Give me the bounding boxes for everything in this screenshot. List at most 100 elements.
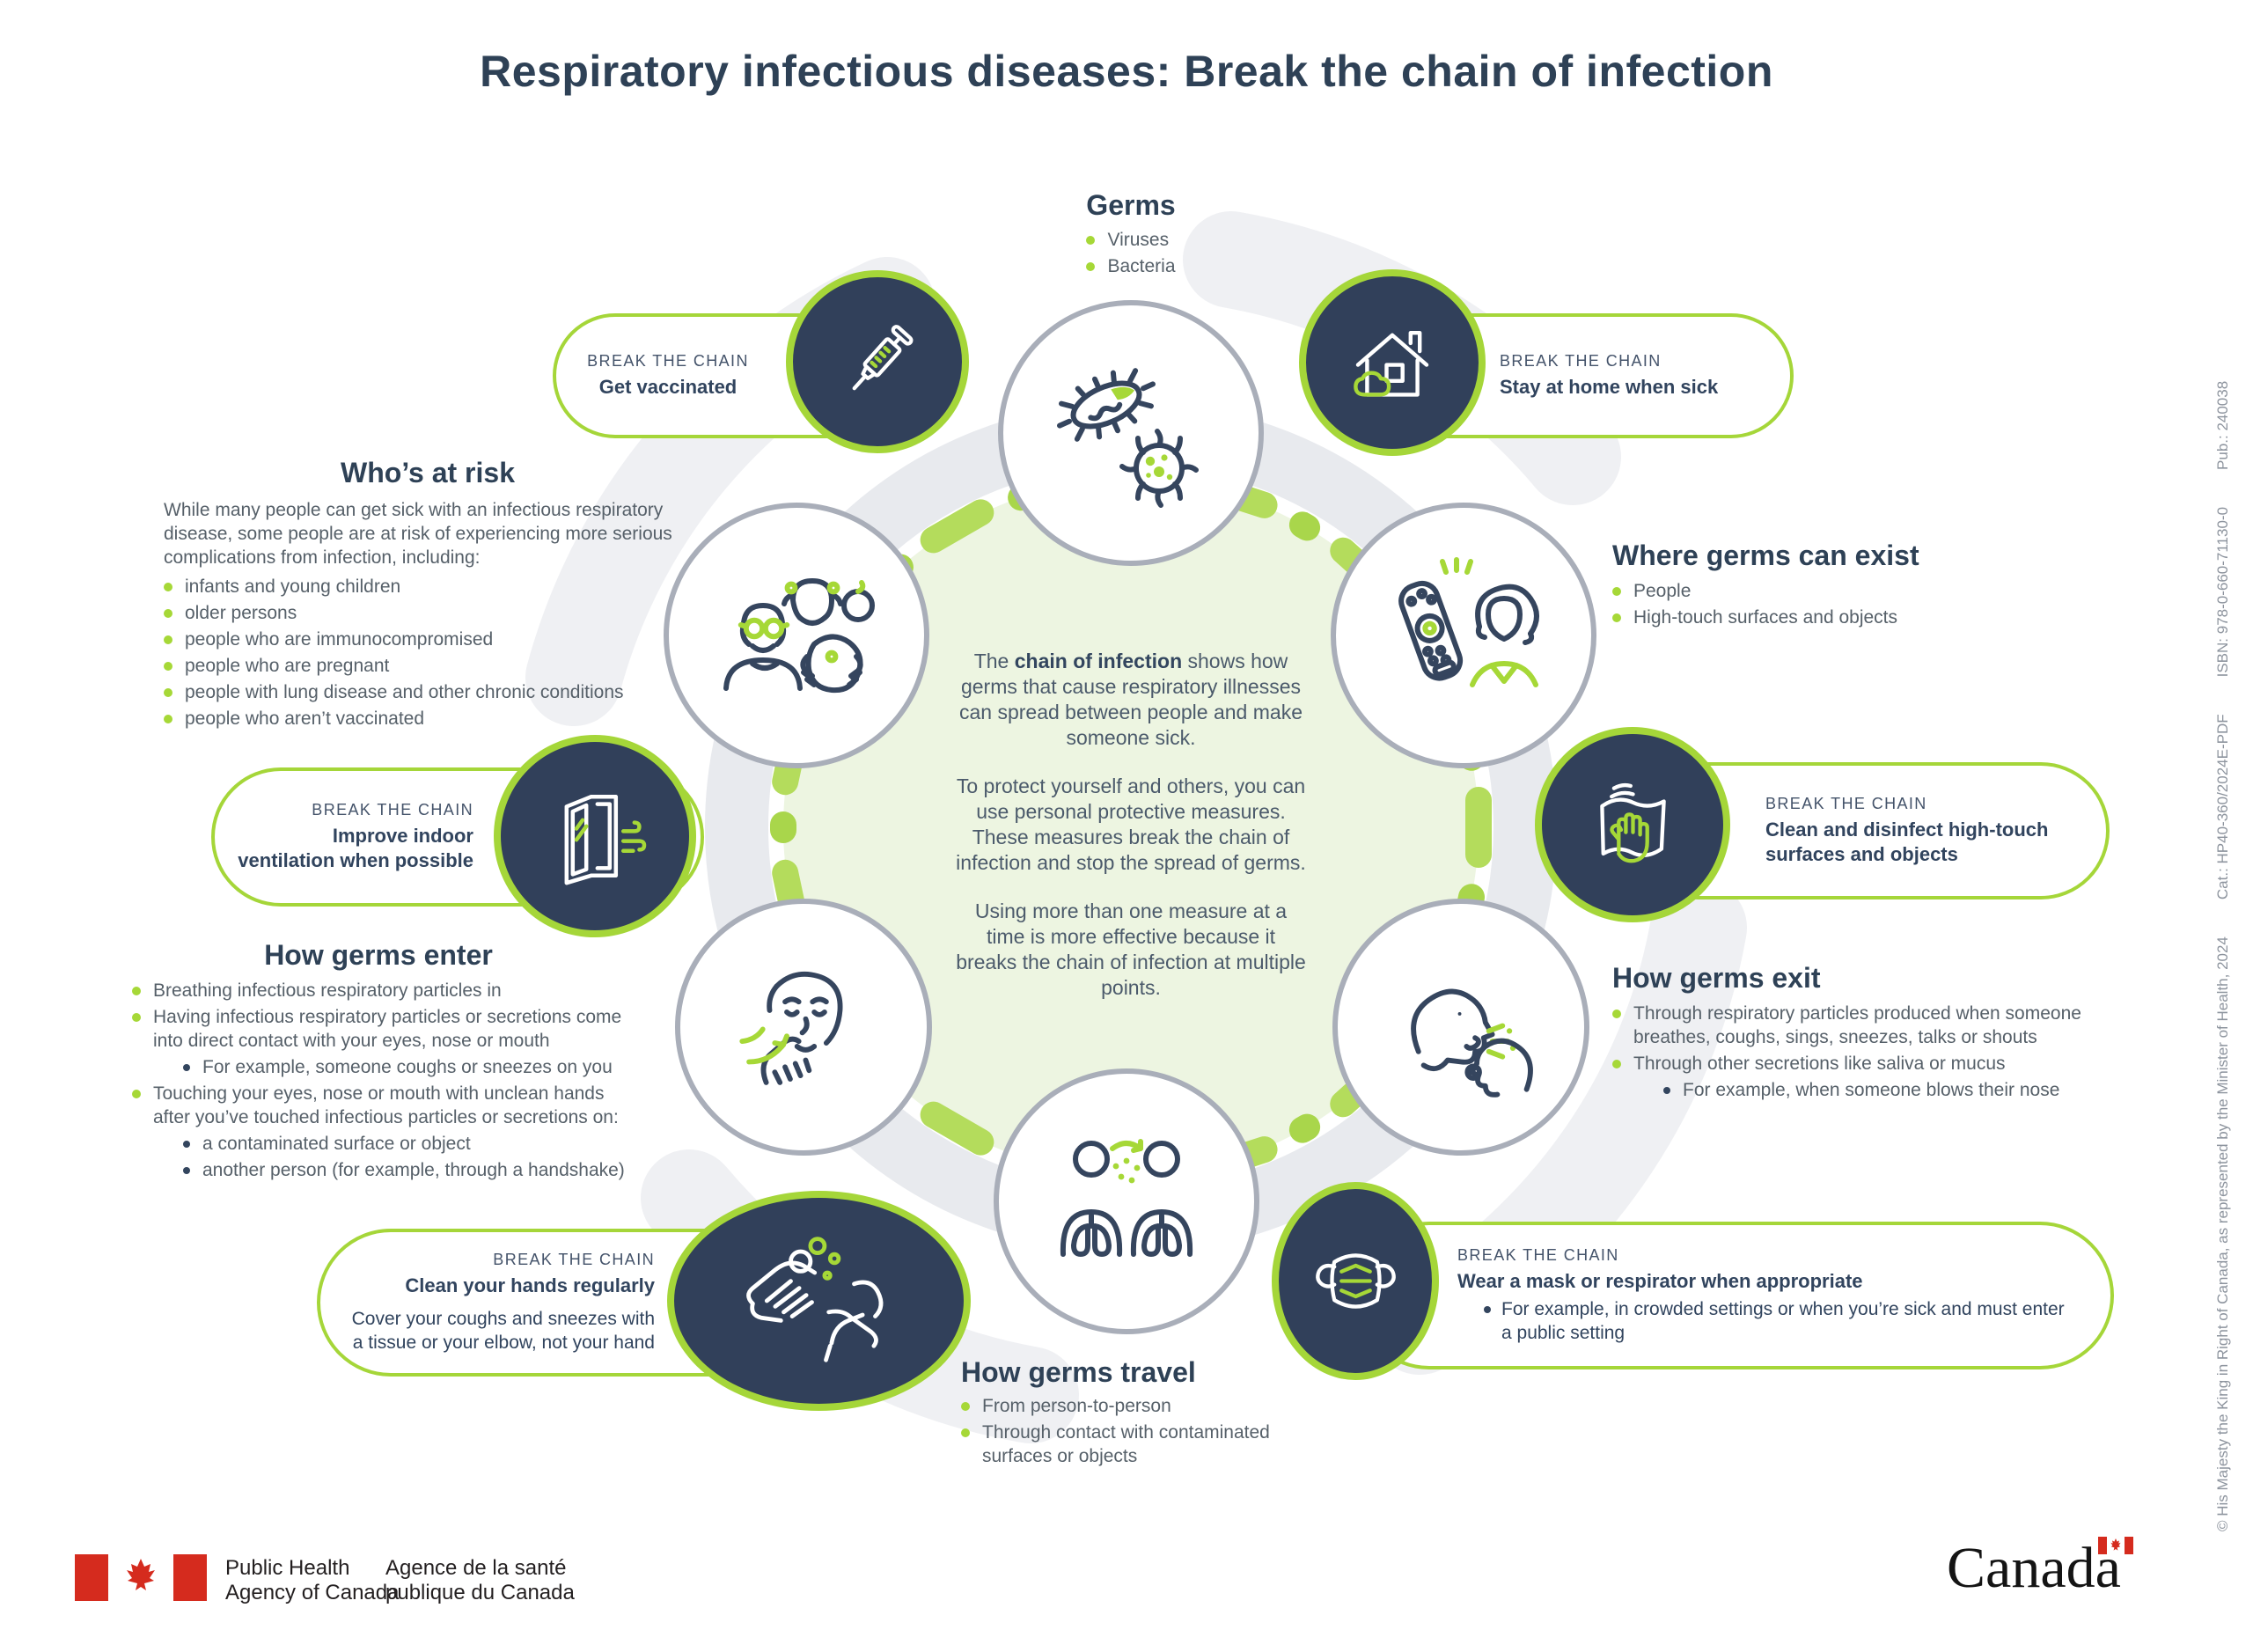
bullet-dot [1612, 1010, 1621, 1018]
how-enter-heading: How germs enter [264, 939, 493, 971]
bullet-dot [1612, 1060, 1621, 1068]
list-item: older persons [164, 601, 692, 625]
ventilation-circle [494, 735, 696, 937]
break-chain-label: BREAK THE CHAIN [1500, 352, 1662, 370]
bullet-dot [164, 583, 172, 591]
list-item: people with lung disease and other chron… [164, 680, 692, 704]
pill-mask: BREAK THE CHAIN Wear a mask or respirato… [1355, 1222, 2114, 1369]
list-item: people who are pregnant [164, 654, 692, 678]
vaccinated-circle [786, 270, 969, 453]
green-disc [783, 480, 1479, 1175]
who-at-risk-heading: Who’s at risk [341, 457, 515, 488]
bullet-dot [164, 715, 172, 723]
list-item: Breathing infectious respiratory particl… [132, 979, 625, 1002]
bacteria-virus-icon [1057, 368, 1199, 508]
where-exist-section: Where germs can exist People High-touch … [1612, 539, 2105, 632]
list-item: people who are immunocompromised [164, 628, 692, 651]
mask-icon [1315, 1253, 1396, 1309]
bullet-dot [164, 635, 172, 644]
how-exit-section: How germs exit Through respiratory parti… [1612, 961, 2140, 1105]
handwashing-elbow-icon [746, 1237, 884, 1362]
wipe-surface-icon [1599, 782, 1666, 863]
break-chain-label: BREAK THE CHAIN [1765, 795, 1927, 812]
coughing-heads-icon [1410, 988, 1533, 1098]
clean-hands-text: Clean your hands regularly [405, 1274, 655, 1296]
open-window-icon [564, 794, 647, 885]
bullet-dot [961, 1428, 970, 1437]
bullet-dot [1086, 262, 1096, 271]
list-item: Through respiratory particles produced w… [1612, 1002, 2140, 1049]
at-risk-people-icon [723, 578, 875, 694]
how-travel-section: How germs travel From person-to-person T… [961, 1355, 1313, 1471]
how-exit-heading: How germs exit [1612, 962, 1821, 994]
germs-exit-circle [1332, 899, 1589, 1156]
pill-get-vaccinated: BREAK THE CHAIN Get vaccinated [553, 313, 889, 438]
list-item: Having infectious respiratory particles … [132, 1005, 625, 1053]
bullet-dot [1086, 236, 1096, 245]
stay-home-circle [1299, 269, 1486, 456]
list-item: infants and young children [164, 575, 692, 598]
germs-section: Germs Viruses Bacteria [981, 188, 1281, 281]
publication-note: © His Majesty the King in Right of Canad… [2214, 381, 2232, 1531]
phac-name-english: Public Health Agency of Canada [225, 1556, 400, 1604]
break-chain-label: BREAK THE CHAIN [1457, 1246, 1619, 1264]
germs-circle [998, 300, 1264, 566]
sub-list-item: For example, when someone blows their no… [1663, 1078, 2140, 1102]
list-item: Through other secretions like saliva or … [1612, 1052, 2140, 1076]
how-travel-heading: How germs travel [961, 1356, 1196, 1388]
canada-wordmark: Canada [1947, 1535, 2133, 1602]
bullet-dot [183, 1064, 190, 1071]
publication-number: Pub.: 240038 [2214, 380, 2231, 470]
stay-home-text: Stay at home when sick [1500, 376, 1719, 398]
germs-enter-circle [675, 899, 932, 1156]
center-paragraph-3: Using more than one measure at a time is… [956, 899, 1306, 999]
list-item: From person-to-person [961, 1394, 1313, 1418]
disinfect-circle [1535, 727, 1730, 922]
bullet-dot [164, 688, 172, 697]
break-chain-label: BREAK THE CHAIN [587, 352, 749, 370]
break-chain-label: BREAK THE CHAIN [312, 801, 473, 819]
germs-travel-circle [994, 1068, 1259, 1334]
catalogue-number: Cat.: HP40-360/2024E-PDF [2214, 714, 2231, 900]
copyright-text: © His Majesty the King in Right of Canad… [2214, 936, 2231, 1531]
lungs-transfer-icon [1060, 1139, 1193, 1257]
remote-person-icon [1398, 557, 1539, 687]
bullet-dot [132, 1090, 141, 1098]
sub-list-item: a contaminated surface or object [183, 1132, 625, 1156]
clean-hands-circle [667, 1191, 971, 1411]
page-title: Respiratory infectious diseases: Break t… [480, 47, 1773, 96]
list-item: Viruses [1086, 228, 1175, 252]
isbn-number: ISBN: 978-0-660-71130-0 [2214, 506, 2231, 678]
disinfect-text: Clean and disinfect high-touch surfaces … [1765, 819, 2049, 865]
house-icon [1354, 330, 1429, 397]
who-at-risk-section: Who’s at risk While many people can get … [164, 456, 692, 733]
break-chain-label: BREAK THE CHAIN [493, 1251, 655, 1268]
phac-name-french: Agence de la santé publique du Canada [385, 1556, 575, 1604]
list-item: people who aren’t vaccinated [164, 707, 692, 731]
bullet-dot [164, 662, 172, 671]
ventilation-text: Improve indoor ventilation when possible [238, 825, 473, 871]
center-paragraph-1: The chain of infection shows how germs t… [958, 650, 1303, 749]
get-vaccinated-text: Get vaccinated [598, 376, 738, 398]
bullet-dot [183, 1141, 190, 1148]
bullet-dot [1612, 613, 1621, 622]
face-touch-icon [738, 971, 842, 1085]
center-paragraph-2: To protect yourself and others, you can … [956, 775, 1306, 874]
chain-of-infection-description: The chain of infection shows how germs t… [955, 649, 1307, 1024]
at-risk-circle [664, 503, 929, 768]
wordmark-flag-icon [2097, 1537, 2133, 1554]
mask-example: For example, in crowded settings or when… [1484, 1297, 2075, 1345]
where-exist-heading: Where germs can exist [1612, 540, 1919, 571]
list-item: Bacteria [1086, 254, 1176, 278]
bullet-dot [164, 609, 172, 618]
mask-circle [1272, 1182, 1439, 1380]
germs-exist-circle [1331, 503, 1596, 768]
list-item: People [1612, 579, 2105, 603]
list-item: Touching your eyes, nose or mouth with u… [132, 1082, 625, 1129]
how-enter-section: How germs enter Breathing infectious res… [132, 938, 625, 1185]
list-item: High-touch surfaces and objects [1612, 606, 2105, 629]
cover-coughs-text: Cover your coughs and sneezes with a tis… [351, 1309, 655, 1353]
bullet-dot [1663, 1087, 1670, 1094]
syringe-icon [852, 324, 913, 390]
